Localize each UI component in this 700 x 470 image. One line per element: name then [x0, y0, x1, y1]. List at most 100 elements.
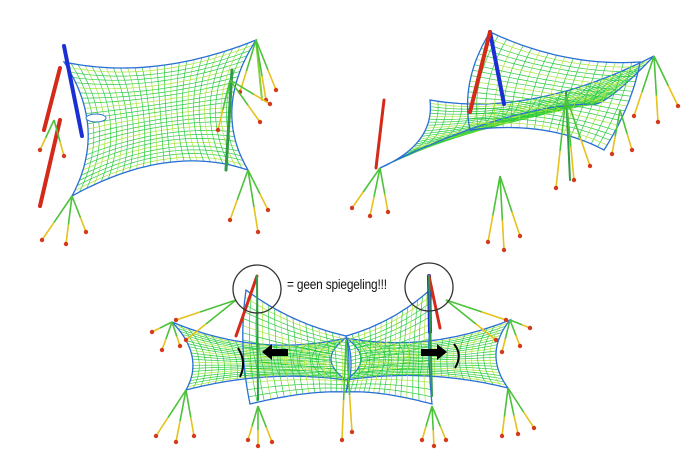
anchor-point: [655, 119, 661, 125]
mesh-line: [406, 303, 414, 398]
mesh-line: [170, 63, 178, 162]
mesh-line: [489, 322, 503, 387]
guy-cable: [175, 311, 201, 321]
guy-cable: [253, 207, 259, 233]
mesh-line: [83, 81, 237, 104]
guy-cable: [626, 133, 633, 151]
mesh-line: [192, 361, 332, 364]
mast: [38, 118, 62, 208]
guy-cable: [570, 146, 575, 181]
guy-cable: [41, 221, 55, 241]
mesh-line: [467, 113, 613, 136]
mesh-line: [477, 327, 488, 384]
guy-cable: [384, 194, 389, 213]
mesh-line: [243, 360, 349, 372]
mesh-line: [349, 374, 430, 379]
mesh-line: [292, 344, 303, 377]
anchor-point: [37, 147, 43, 153]
mesh-line: [243, 353, 350, 368]
guy-cable: [504, 319, 511, 340]
guy-cable: [229, 199, 238, 221]
anchor-point: [269, 439, 275, 445]
guy-cable: [259, 193, 269, 211]
guy-cable: [79, 217, 87, 233]
guy-cable: [247, 104, 261, 123]
guy-cable: [53, 119, 61, 142]
guy-cable: [44, 119, 55, 139]
anchor-point: [515, 431, 521, 437]
guy-cable: [59, 141, 65, 157]
guy-cable: [509, 319, 517, 336]
membrane-view-top-right: [349, 30, 681, 253]
anchor-point: [267, 101, 273, 107]
mesh-line: [350, 372, 504, 383]
guy-cable: [507, 387, 515, 416]
mast: [428, 275, 433, 397]
right-arrow-icon: [421, 344, 447, 360]
guy-cable: [71, 195, 82, 218]
mesh-line: [187, 59, 198, 162]
guy-cable: [619, 109, 628, 135]
mesh-line: [597, 62, 633, 147]
mesh-line: [348, 379, 431, 383]
guy-cable: [65, 224, 70, 245]
circle-marker-icon: [232, 264, 282, 314]
membrane-view-bottom: [149, 274, 537, 449]
guy-cable: [342, 339, 347, 401]
guy-cable: [255, 39, 263, 77]
mesh-line: [569, 68, 627, 108]
guy-cable: [499, 175, 513, 213]
mesh-line: [164, 65, 172, 163]
mesh-line: [226, 42, 249, 169]
mast: [62, 44, 84, 138]
guy-cable: [565, 95, 572, 147]
mesh-line: [430, 67, 643, 113]
anchor-point: [191, 433, 197, 439]
anchor-point: [173, 439, 179, 445]
guy-cable: [565, 95, 582, 139]
guy-cable: [653, 55, 658, 96]
mesh-line: [242, 346, 350, 365]
guy-cable: [265, 427, 273, 443]
mesh-line: [440, 338, 444, 378]
anchor-point: [349, 429, 355, 435]
anchor-point: [631, 113, 637, 119]
mesh-line: [430, 70, 640, 115]
anchor-point: [553, 185, 559, 191]
mesh-line: [67, 44, 253, 73]
guy-cable: [351, 191, 364, 209]
mesh-line: [350, 367, 430, 375]
guy-cable: [475, 323, 497, 341]
membrane-mesh-right-inner: [345, 286, 433, 405]
guy-cable: [185, 389, 192, 418]
mesh-line: [353, 370, 503, 380]
membrane-opening: [85, 113, 107, 123]
mesh-line: [286, 344, 296, 377]
mesh-line: [85, 91, 235, 114]
anchor-point: [339, 437, 345, 443]
mesh-line: [464, 332, 474, 381]
anchor-point: [173, 317, 179, 323]
mesh-line: [483, 325, 496, 385]
mast: [488, 30, 506, 106]
anchor-point: [149, 329, 155, 335]
guy-cable: [611, 136, 616, 155]
guy-cable: [345, 339, 351, 396]
mesh-line: [429, 74, 636, 118]
mesh-line: [305, 323, 316, 393]
mesh-line: [394, 310, 403, 396]
anchor-point: [255, 229, 261, 235]
anchor-point: [255, 443, 261, 449]
mesh-line: [298, 343, 310, 377]
anchor-point: [531, 425, 537, 431]
mesh-line: [245, 374, 349, 379]
mesh-line: [182, 61, 192, 161]
anchor-point: [63, 241, 69, 247]
mast: [224, 68, 234, 172]
mesh-line: [452, 335, 459, 379]
guy-cable: [247, 169, 255, 208]
mesh-line: [350, 345, 430, 365]
mesh-line: [331, 332, 338, 392]
mesh-line: [87, 106, 233, 130]
mesh-line: [73, 55, 248, 81]
